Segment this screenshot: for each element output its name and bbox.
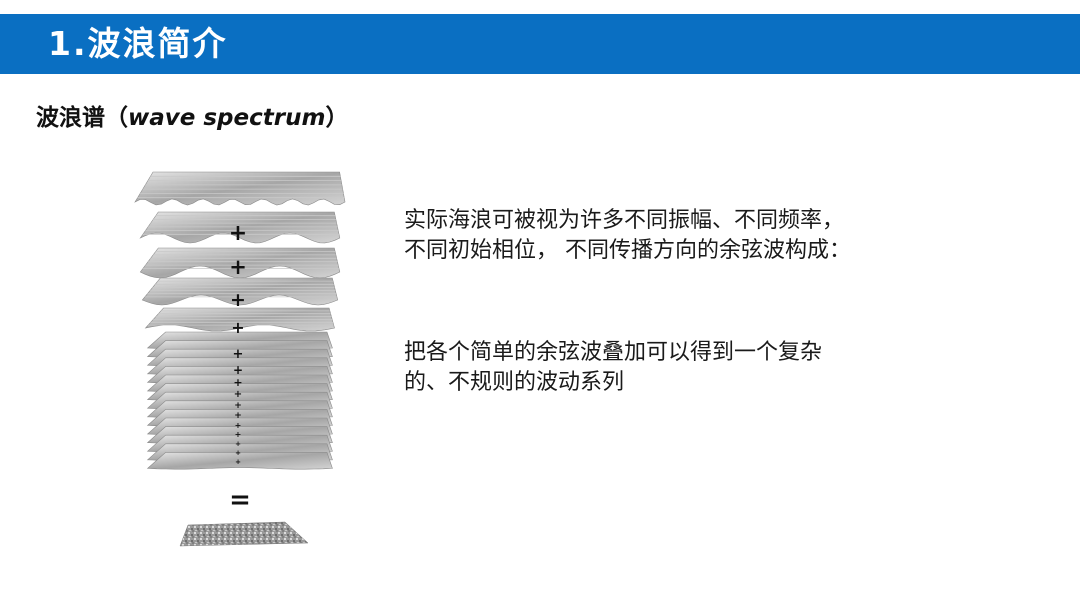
subtitle-chinese: 波浪谱 xyxy=(36,105,105,131)
plus-sign-column: +++++++++++++++ xyxy=(229,221,247,466)
page-title: 1.波浪简介 xyxy=(48,24,228,63)
wave-layer xyxy=(134,171,346,206)
plus-sign: + xyxy=(234,411,242,421)
plus-sign: + xyxy=(229,221,247,246)
plus-sign: + xyxy=(231,318,244,337)
section-subtitle: 波浪谱（wave spectrum） xyxy=(36,103,348,133)
subtitle-open-paren: （ xyxy=(105,105,128,131)
resulting-sea-surface xyxy=(179,521,309,547)
plus-sign: + xyxy=(234,389,242,400)
plus-sign: + xyxy=(233,376,242,389)
plus-sign: + xyxy=(234,401,242,411)
plus-sign: + xyxy=(233,347,244,362)
plus-sign: + xyxy=(229,255,247,279)
description-paragraph-1: 实际海浪可被视为许多不同振幅、不同频率，不同初始相位， 不同传播方向的余弦波构成… xyxy=(404,208,851,263)
plus-sign: + xyxy=(233,363,243,377)
plus-sign: + xyxy=(235,421,242,430)
subtitle-close-paren: ） xyxy=(325,105,349,131)
subtitle-english: wave spectrum xyxy=(128,105,326,131)
plus-sign: + xyxy=(235,449,241,457)
plus-sign: + xyxy=(235,430,242,439)
equals-sign: = xyxy=(229,485,251,515)
wave-spectrum-illustration: +++++++++++++++ = xyxy=(134,171,346,547)
description-paragraph-2: 把各个简单的余弦波叠加可以得到一个复杂的、不规则的波动系列 xyxy=(404,340,823,395)
plus-sign: + xyxy=(230,289,246,311)
plus-sign: + xyxy=(235,440,241,448)
wave-layer xyxy=(141,277,339,306)
plus-sign: + xyxy=(235,458,241,466)
wave-layer xyxy=(146,452,333,470)
title-bar: 1.波浪简介 xyxy=(0,14,1080,74)
wave-layer-stack xyxy=(134,171,346,470)
